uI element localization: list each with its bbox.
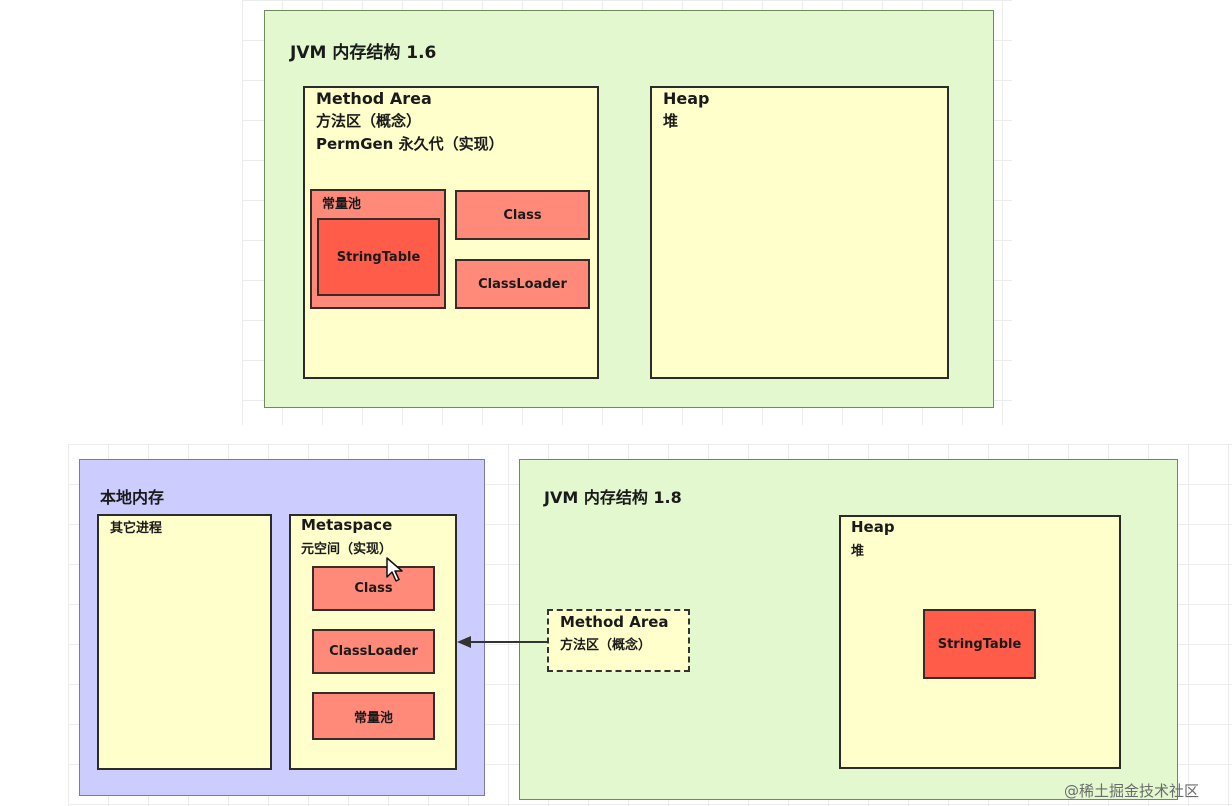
heap-1-6 [650,86,949,379]
other-process-label: 其它进程 [110,521,163,536]
heap-1-8-title: Heap [851,518,895,536]
class-1-8: Class [312,566,435,611]
other-process-box [97,514,272,770]
native-memory-title: 本地内存 [100,488,165,507]
method-area-1-8 [547,609,690,672]
metaspace-subtitle: 元空间（实现） [301,542,393,557]
heap-1-6-subtitle: 堆 [663,112,679,130]
method-area-1-6-title: Method Area [316,89,432,108]
jvm-1-8-title: JVM 内存结构 1.8 [544,488,682,507]
method-area-1-8-title: Method Area [560,613,669,631]
metaspace-title: Metaspace [301,516,393,534]
heap-1-8-subtitle: 堆 [851,544,865,559]
class-1-6: Class [455,190,590,240]
watermark: @稀土掘金技术社区 [1064,782,1200,800]
classloader-1-8: ClassLoader [312,629,435,674]
method-area-1-6-permgen: PermGen 永久代（实现） [316,135,504,153]
mouse-cursor-icon [386,557,403,582]
implementation-arrow [457,636,547,648]
method-area-1-8-concept: 方法区（概念） [560,638,652,653]
classloader-1-6: ClassLoader [455,259,590,309]
method-area-1-6-concept: 方法区（概念） [316,112,422,130]
string-table-1-8: StringTable [923,609,1036,679]
heap-1-6-title: Heap [663,89,710,108]
constant-pool-1-6-label: 常量池 [322,197,362,212]
jvm-1-6-title: JVM 内存结构 1.6 [290,43,437,63]
constant-pool-1-8: 常量池 [312,692,435,740]
string-table-1-6: StringTable [317,218,440,296]
